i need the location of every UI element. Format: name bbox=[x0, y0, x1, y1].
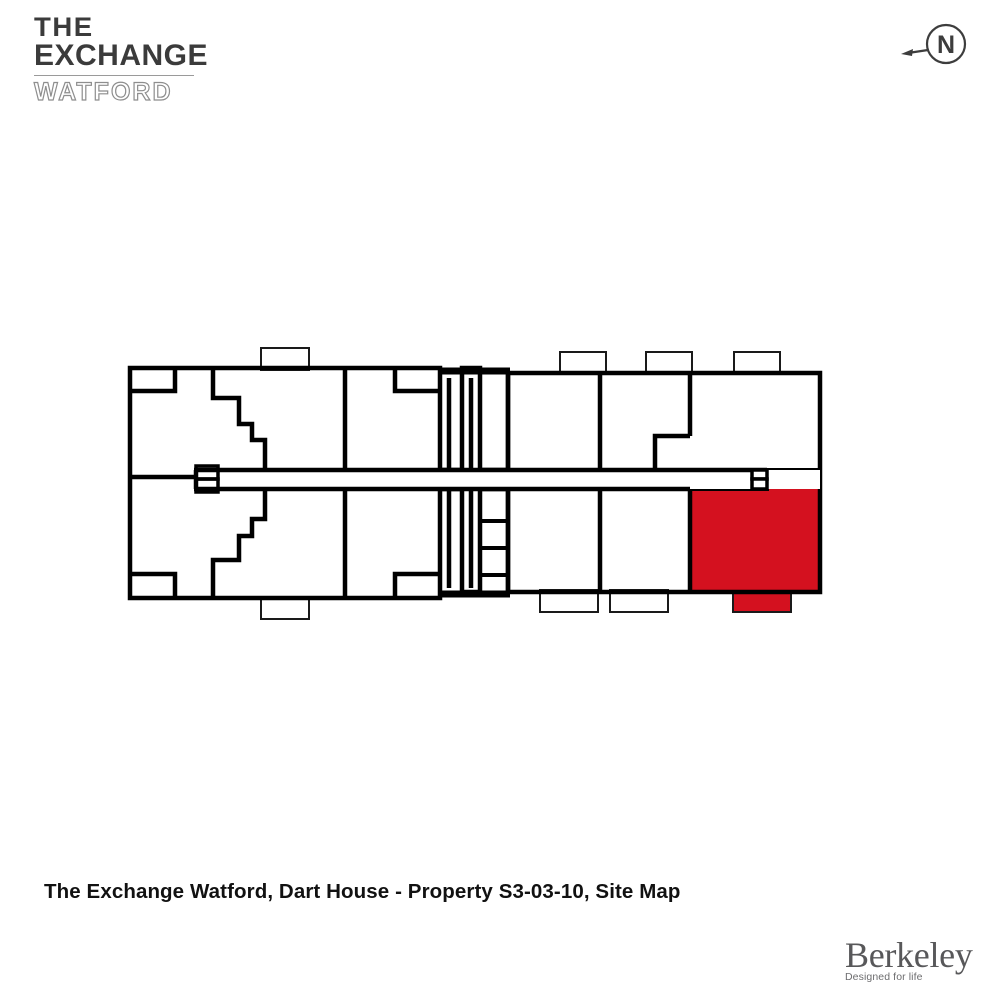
building-perimeter bbox=[127, 365, 823, 601]
east-block-partitions bbox=[505, 373, 693, 592]
corridor-east-connector bbox=[750, 468, 769, 491]
core-stair-compartments bbox=[480, 519, 508, 577]
balcony-north-east bbox=[733, 351, 781, 375]
notch-south-west bbox=[130, 571, 178, 598]
notch-south-west-inner bbox=[392, 571, 440, 598]
north-letter: N bbox=[937, 31, 955, 59]
balcony-group-south bbox=[260, 589, 792, 620]
logo-line-exchange: EXCHANGE bbox=[34, 39, 209, 72]
balcony-south-centre-2 bbox=[609, 589, 669, 613]
central-corridor bbox=[193, 467, 820, 492]
central-core bbox=[438, 367, 510, 598]
corridor-floor bbox=[194, 470, 820, 489]
west-block-partitions bbox=[210, 368, 348, 598]
balcony-south-centre-1 bbox=[539, 589, 599, 613]
highlighted-unit-fill[interactable] bbox=[688, 468, 822, 594]
north-arrow-icon: N bbox=[901, 23, 967, 65]
stepped-partition-south bbox=[210, 489, 268, 598]
connector-box-west-lower bbox=[194, 477, 220, 494]
exchange-watford-logo: THE EXCHANGE WATFORD bbox=[33, 14, 264, 106]
building-outline bbox=[127, 365, 823, 601]
page-title: The Exchange Watford, Dart House - Prope… bbox=[44, 880, 681, 903]
connector-box-east-lower bbox=[750, 477, 769, 491]
notch-north-west bbox=[130, 368, 178, 394]
connector-box-west-upper bbox=[194, 464, 220, 481]
north-indicator: N bbox=[895, 22, 967, 70]
balcony-north-centre-1 bbox=[559, 351, 607, 375]
balcony-south-west bbox=[260, 596, 310, 620]
logo-divider-rule bbox=[34, 74, 194, 76]
balcony-north-centre-2 bbox=[645, 351, 693, 375]
berkeley-tagline: Designed for life bbox=[845, 971, 923, 984]
logo-line-the: THE bbox=[34, 12, 94, 42]
highlighted-unit-S3-03-10[interactable] bbox=[688, 468, 822, 594]
notch-north-west-inner bbox=[392, 368, 440, 394]
berkeley-wordmark: Berkeley bbox=[845, 935, 973, 975]
stepped-partition-north bbox=[210, 368, 268, 470]
berkeley-logo: Berkeley Designed for life bbox=[845, 935, 975, 984]
north-circle bbox=[925, 23, 967, 65]
logo-line-watford: WATFORD bbox=[33, 77, 173, 106]
service-room-walls bbox=[652, 433, 690, 470]
connector-box-east-upper bbox=[750, 468, 769, 481]
corridor-west-connector bbox=[130, 464, 220, 494]
balcony-group-north bbox=[260, 347, 781, 375]
west-corner-notches bbox=[130, 368, 440, 598]
balcony-north-west bbox=[260, 347, 310, 371]
balcony-south-highlighted bbox=[732, 589, 792, 613]
north-arrow-head bbox=[901, 49, 913, 56]
